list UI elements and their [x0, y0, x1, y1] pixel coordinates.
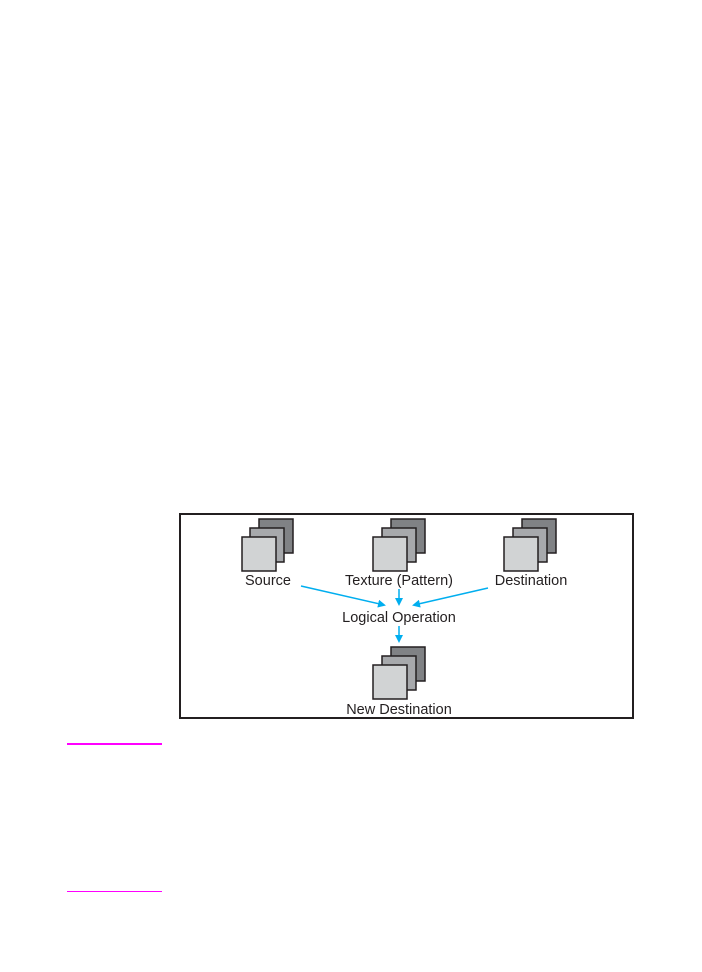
new-destination-label: New Destination [346, 702, 452, 718]
logical-operation-label: Logical Operation [342, 610, 456, 626]
destination-arrow-icon [412, 587, 489, 608]
new-destination-layers-icon [372, 646, 426, 700]
texture-label: Texture (Pattern) [345, 573, 453, 589]
margin-rule-bottom [67, 891, 162, 892]
destination-label: Destination [495, 573, 568, 589]
destination-layers-icon [503, 518, 557, 572]
source-arrow-icon [300, 585, 386, 608]
diagram-frame [179, 513, 634, 719]
source-layers-icon [241, 518, 294, 572]
texture-layers-icon [372, 518, 426, 572]
margin-rule-top [67, 743, 162, 745]
source-label: Source [245, 573, 291, 589]
